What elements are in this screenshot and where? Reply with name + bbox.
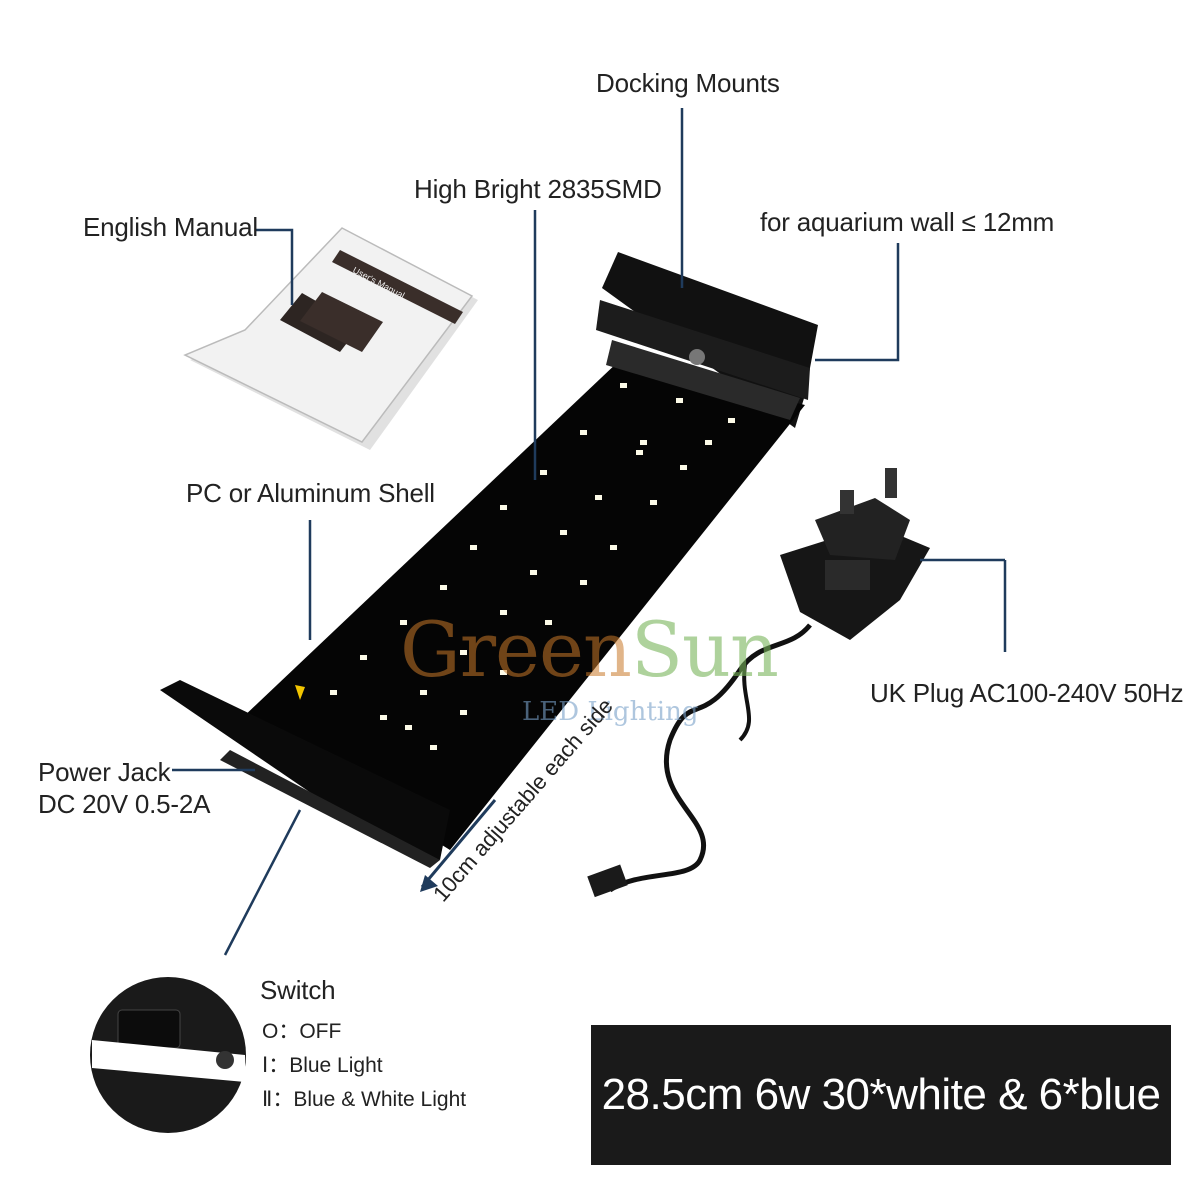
switch-mode-blue: Ⅰ：Blue Light <box>262 1054 383 1077</box>
switch-mode-off: O：OFF <box>262 1020 342 1043</box>
label-high-bright: High Bright 2835SMD <box>414 174 662 204</box>
brand-green: Green <box>400 605 632 694</box>
leader-lines <box>172 108 1007 956</box>
switch-modes: O：OFF Ⅰ：Blue Light Ⅱ：Blue & White Light <box>262 1015 466 1117</box>
watermark-brand: GreenSun <box>400 605 779 694</box>
label-docking-mounts: Docking Mounts <box>596 68 780 98</box>
dc-plug <box>587 864 628 898</box>
switch-closeup <box>90 977 246 1133</box>
label-shell: PC or Aluminum Shell <box>186 478 435 508</box>
switch-mode-blue-white: Ⅱ：Blue & White Light <box>262 1088 467 1111</box>
spec-banner-text: 28.5cm 6w 30*white & 6*blue <box>601 1070 1161 1119</box>
label-power-jack: Power Jack <box>38 757 171 787</box>
label-uk-plug: UK Plug AC100-240V 50Hz <box>870 678 1184 708</box>
watermark-sub: LED Lighting <box>522 697 699 727</box>
spec-banner: 28.5cm 6w 30*white & 6*blue <box>591 1025 1171 1165</box>
led-light-body <box>160 252 818 868</box>
label-english-manual: English Manual <box>83 212 258 242</box>
led-array <box>330 383 735 750</box>
power-adapter <box>780 468 930 640</box>
brand-sun: Sun <box>630 605 779 694</box>
label-switch: Switch <box>260 975 336 1005</box>
label-aquarium-wall: for aquarium wall ≤ 12mm <box>760 207 1055 237</box>
power-cable <box>608 623 812 893</box>
manual-booklet <box>183 227 478 450</box>
adjust-arrow <box>420 799 497 888</box>
label-power-jack-spec: DC 20V 0.5-2A <box>38 789 211 819</box>
